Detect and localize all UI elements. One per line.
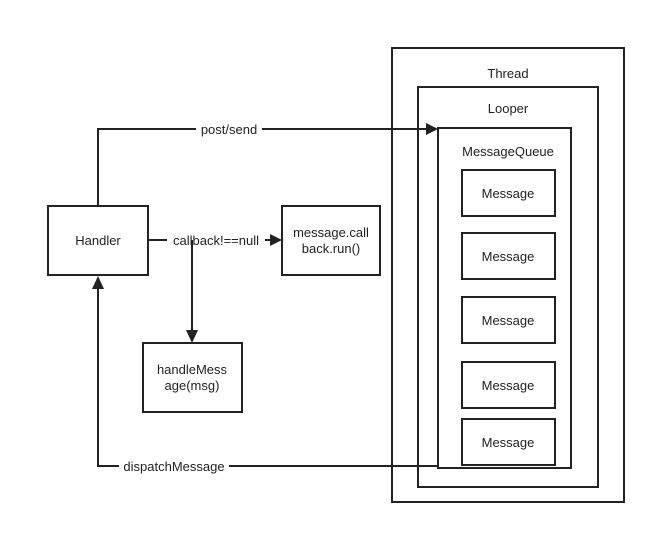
arrowhead-icon — [426, 123, 438, 135]
dispatch-message-edge: dispatchMessage — [92, 276, 438, 474]
handler-label: Handler — [75, 233, 121, 248]
callback-run-node: message.call back.run() — [281, 205, 381, 276]
callback-edge: callback!==null — [148, 232, 282, 248]
callback-condition-label: callback!==null — [173, 233, 259, 248]
message-box: Message — [461, 296, 556, 344]
message-label: Message — [482, 186, 535, 201]
message-box: Message — [461, 418, 556, 466]
message-queue-container: MessageQueue — [437, 127, 572, 469]
thread-container: Thread — [391, 47, 625, 503]
handle-message-label-line1: handleMess — [157, 362, 228, 377]
message-queue-label: MessageQueue — [462, 144, 554, 159]
dispatch-message-label: dispatchMessage — [123, 459, 224, 474]
arrowhead-icon — [186, 330, 198, 343]
handle-message-edge — [186, 240, 198, 343]
message-box: Message — [461, 169, 556, 217]
thread-label: Thread — [487, 66, 528, 81]
arrowhead-icon — [92, 276, 104, 289]
handler-node: Handler — [47, 205, 149, 276]
message-label: Message — [482, 435, 535, 450]
arrowhead-icon — [270, 234, 282, 246]
looper-label: Looper — [488, 101, 529, 116]
message-label: Message — [482, 249, 535, 264]
message-box: Message — [461, 232, 556, 280]
message-label: Message — [482, 313, 535, 328]
post-send-label: post/send — [201, 122, 257, 137]
looper-container: Looper — [417, 86, 599, 488]
callback-run-label-line2: back.run() — [302, 241, 361, 256]
post-send-edge: post/send — [97, 121, 438, 206]
handle-message-node: handleMess age(msg) — [142, 342, 243, 413]
callback-run-label-line1: message.call — [293, 225, 369, 240]
handle-message-label-line2: age(msg) — [165, 378, 220, 393]
message-box: Message — [461, 361, 556, 409]
message-label: Message — [482, 378, 535, 393]
